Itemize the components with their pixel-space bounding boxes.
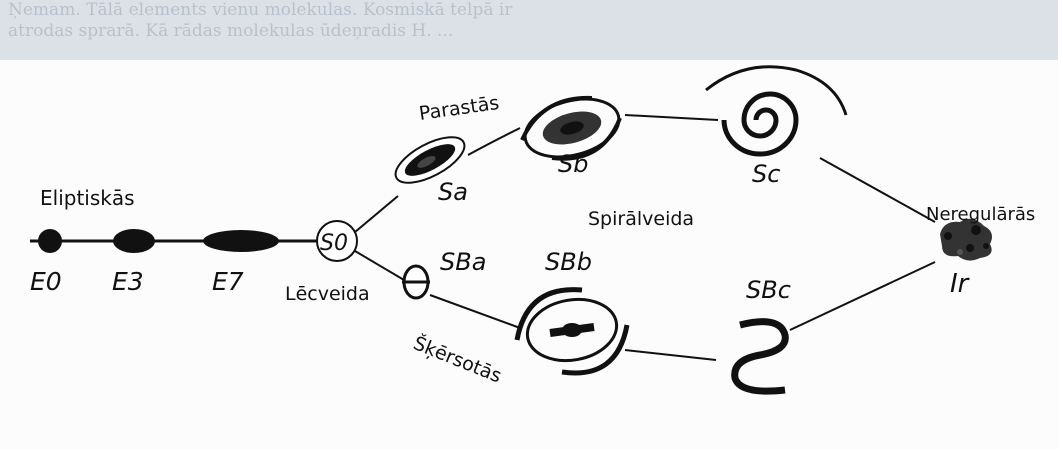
class-label-e3: E3 <box>112 267 144 296</box>
class-label-sa: Sa <box>438 178 468 206</box>
class-label-e0: E0 <box>30 267 62 296</box>
class-label-sbc: SBc <box>746 276 791 304</box>
class-label-irr: Ir <box>950 269 971 299</box>
class-label-sbb: SBb <box>545 248 592 276</box>
label-lenticular: Lēcveida <box>285 283 370 305</box>
galaxy-sba <box>402 266 430 298</box>
galaxy-e7 <box>203 230 279 252</box>
figure-area <box>0 60 1058 449</box>
label-spiral: Spirālveida <box>588 208 694 230</box>
class-label-sba: SBa <box>440 248 486 276</box>
class-label-s0: S0 <box>320 231 348 256</box>
class-label-e7: E7 <box>212 267 244 296</box>
class-label-sc: Sc <box>752 160 780 188</box>
class-label-sb: Sb <box>558 150 588 178</box>
galaxy-e3 <box>113 229 155 253</box>
galaxy-e0 <box>38 229 62 253</box>
label-elliptical: Eliptiskās <box>40 186 135 210</box>
label-irregular: Neregulārās <box>926 204 1035 225</box>
